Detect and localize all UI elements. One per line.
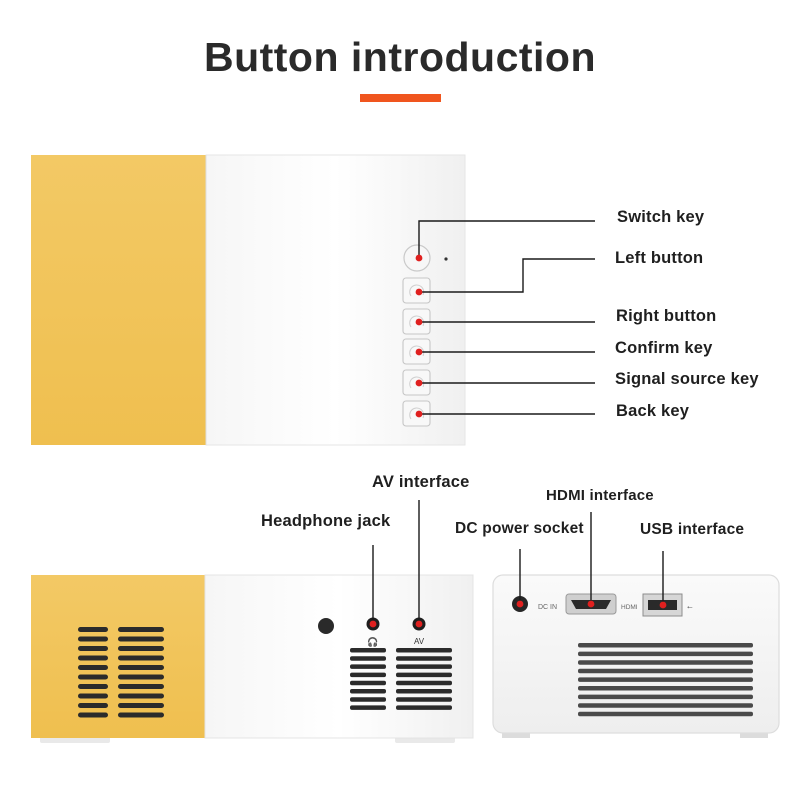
- label-right-button: Right button: [616, 307, 717, 325]
- back-vents: [578, 643, 753, 717]
- marker-dot-top-4: [415, 379, 423, 387]
- marker-dot-top-1: [415, 288, 423, 296]
- usb-icon: ⭠: [687, 603, 693, 611]
- label-switch-key: Switch key: [617, 208, 705, 226]
- label-av-interface: AV interface: [372, 473, 470, 491]
- label-headphone-jack: Headphone jack: [261, 512, 391, 530]
- indicator-dot: [444, 257, 448, 261]
- marker-dot-top-5: [415, 410, 423, 418]
- marker-dot-top-3: [415, 348, 423, 356]
- side-vents: [78, 627, 452, 718]
- lens-focus-knob: [318, 618, 334, 634]
- label-back-key: Back key: [616, 402, 690, 420]
- label-usb-interface: USB interface: [640, 521, 745, 538]
- headphone-icon: 🎧: [367, 636, 378, 648]
- hdmi-mark: HDMI: [621, 604, 638, 611]
- label-confirm-key: Confirm key: [615, 339, 713, 357]
- projector-top-view: [31, 154, 466, 446]
- projector-top-yellow-panel: [31, 155, 207, 445]
- title-underline: [360, 94, 441, 102]
- bottom-leader-lines: [372, 500, 664, 624]
- leader-left-button: [419, 258, 595, 293]
- top-marker-dots: [415, 254, 423, 418]
- label-dc-power-socket: DC power socket: [455, 520, 584, 537]
- leader-switch-key: [418, 220, 595, 258]
- page-title: Button introduction: [203, 34, 597, 80]
- marker-dot-bottom-4: [659, 601, 667, 609]
- label-left-button: Left button: [615, 249, 704, 267]
- control-buttons: [402, 277, 431, 427]
- marker-dot-top-2: [415, 318, 423, 326]
- projector-side-view: 🎧 AV: [31, 574, 474, 743]
- marker-dot-bottom-3: [587, 600, 595, 608]
- top-leader-lines: [418, 220, 595, 415]
- av-mark: AV: [414, 637, 425, 646]
- label-hdmi-interface: HDMI interface: [546, 487, 654, 504]
- bottom-marker-dots: [369, 600, 667, 628]
- marker-dot-bottom-0: [369, 620, 377, 628]
- marker-dot-top-0: [415, 254, 423, 262]
- projector-back-view: DC IN HDMI ⭠: [492, 574, 780, 738]
- marker-dot-bottom-1: [415, 620, 423, 628]
- dc-in-mark: DC IN: [538, 604, 557, 611]
- label-signal-source-key: Signal source key: [615, 370, 759, 388]
- marker-dot-bottom-2: [516, 600, 524, 608]
